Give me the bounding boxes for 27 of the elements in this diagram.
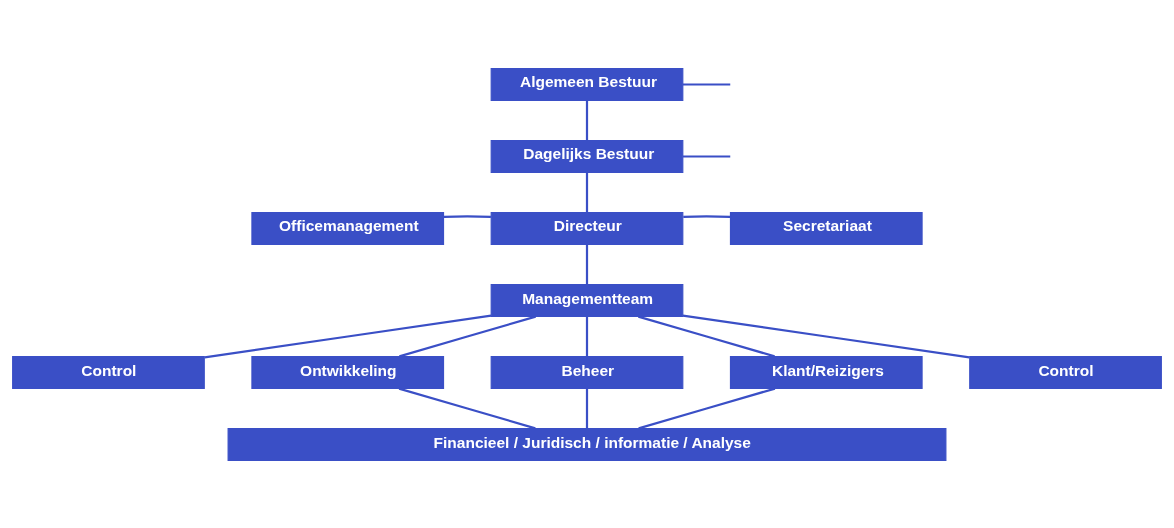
connector: [638, 387, 776, 429]
connector: [399, 315, 536, 357]
node-box: Officemanagement: [251, 211, 445, 245]
node-box: Beheer: [490, 355, 684, 389]
node-box: Control: [12, 355, 205, 389]
node-box: Control: [969, 355, 1162, 389]
node-box: Algemeen Bestuur: [490, 67, 684, 101]
connector: [682, 314, 970, 358]
connector: [682, 82, 731, 86]
node-box: Directeur: [490, 211, 684, 245]
node-box: Financieel / Juridisch / informatie / Analyse: [227, 427, 947, 461]
node-box: Managementteam: [490, 283, 684, 317]
connector: [638, 315, 775, 357]
node-box: Klant/Reizigers: [729, 355, 923, 389]
node-box: Dagelijks Bestuur: [490, 139, 684, 173]
connector: [398, 387, 536, 429]
connector: [585, 172, 589, 212]
connector: [585, 100, 589, 140]
connector: [443, 214, 491, 218]
node-box: Ontwikkeling: [251, 355, 445, 389]
connector: [204, 314, 492, 358]
connector: [585, 388, 589, 428]
connector: [585, 244, 589, 284]
connector: [682, 154, 731, 158]
node-box: Secretariaat: [729, 211, 923, 245]
connector: [585, 316, 589, 356]
connector: [683, 214, 731, 218]
